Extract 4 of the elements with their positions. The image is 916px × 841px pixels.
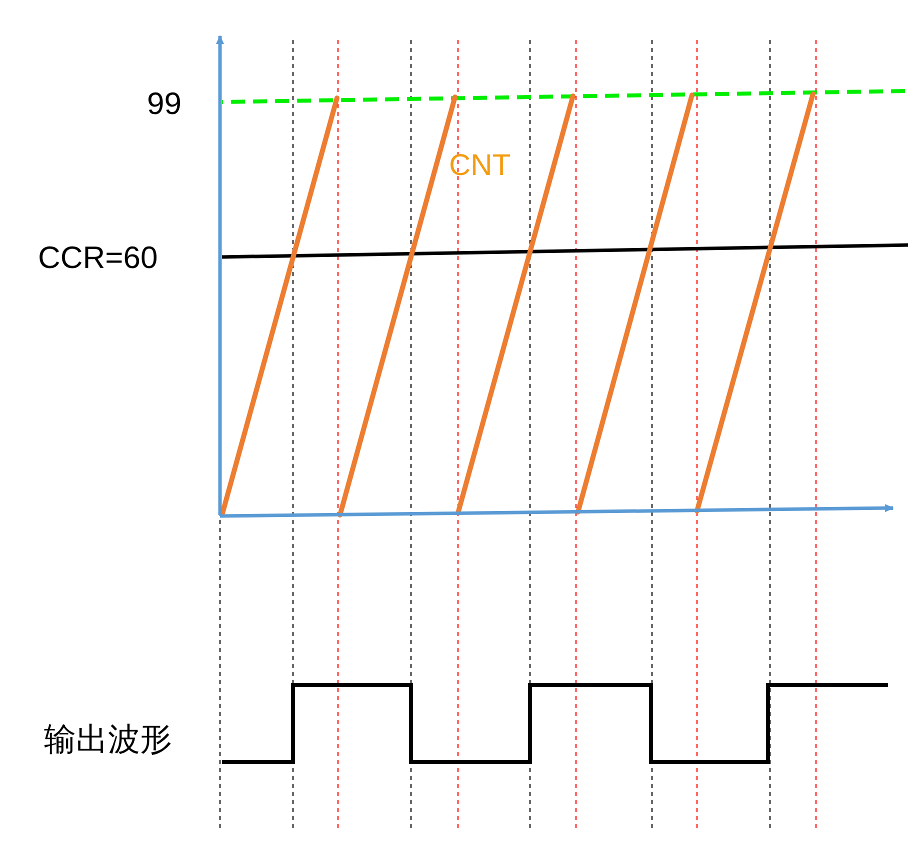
counter-label: CNT	[449, 151, 511, 181]
max-value-label: 99	[147, 88, 182, 119]
output-waveform-label: 输出波形	[44, 723, 172, 755]
compare-value-label: CCR=60	[38, 242, 158, 273]
